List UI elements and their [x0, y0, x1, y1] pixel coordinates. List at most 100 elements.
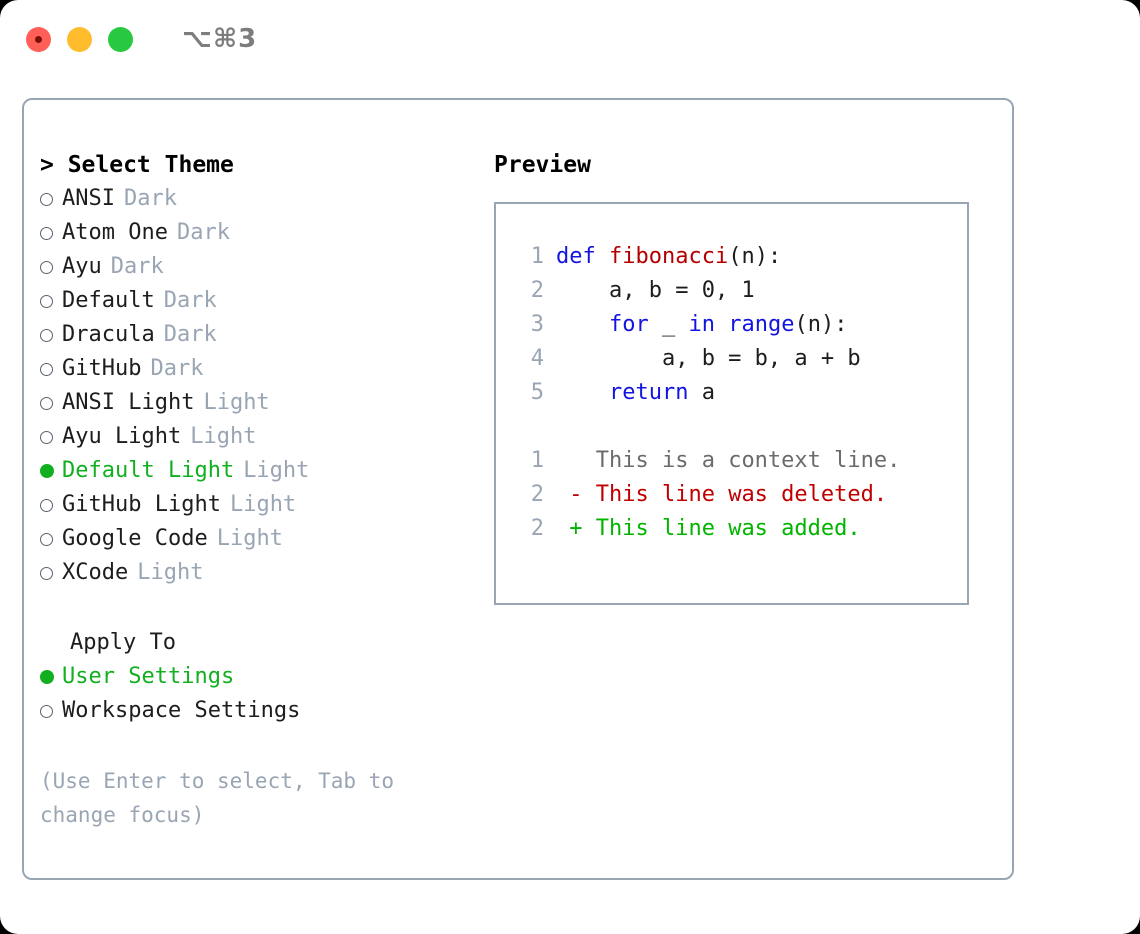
line-number: 3: [530, 312, 544, 337]
title-bar: ⌥⌘3: [0, 0, 1140, 78]
theme-option-label: Dracula: [62, 322, 155, 347]
code-token-plain: a, b = 0, 1: [556, 278, 755, 303]
radio-mark: [40, 192, 53, 206]
diff-line-number: 1: [530, 448, 544, 473]
code-token-plain: [556, 312, 609, 337]
radio-unselected-icon[interactable]: [40, 396, 62, 410]
apply-to-option-row[interactable]: Workspace Settings: [40, 694, 494, 728]
preview-title: Preview: [494, 152, 591, 178]
line-number: 2: [530, 278, 544, 303]
code-line-content: for _ in range(n):: [556, 308, 847, 342]
code-token-plain: a: [688, 380, 715, 405]
code-token-keyword: in: [688, 312, 715, 337]
line-number: 5: [530, 380, 544, 405]
apply-to-option-row[interactable]: User Settings: [40, 660, 494, 694]
close-button[interactable]: [26, 26, 51, 52]
radio-unselected-icon[interactable]: [40, 260, 62, 274]
radio-selected-icon[interactable]: [40, 670, 62, 684]
code-line: 2 a, b = 0, 1: [514, 274, 967, 308]
diff-line: 1 This is a context line.: [514, 444, 967, 478]
radio-mark: [40, 498, 53, 512]
diff-sample: 1 This is a context line.2 - This line w…: [514, 444, 967, 546]
diff-marker: +: [556, 516, 583, 541]
diff-marker: -: [556, 482, 583, 507]
radio-unselected-icon[interactable]: [40, 294, 62, 308]
minimize-button[interactable]: [67, 26, 92, 52]
line-number: 1: [530, 244, 544, 269]
apply-to-option-label: Workspace Settings: [62, 698, 301, 723]
code-line: 1 def fibonacci(n):: [514, 240, 967, 274]
code-spacer: [514, 410, 967, 444]
apply-to-title: Apply To: [70, 630, 176, 655]
line-number: 4: [530, 346, 544, 371]
maximize-button[interactable]: [108, 26, 133, 52]
radio-mark: [40, 566, 53, 580]
code-token-plain: (n):: [794, 312, 848, 337]
radio-mark: [40, 294, 53, 308]
radio-mark: [40, 328, 53, 342]
code-token-keyword: def: [556, 244, 609, 269]
theme-variant-tag: Dark: [123, 186, 177, 211]
theme-option-row[interactable]: Ayu Dark: [40, 250, 494, 284]
code-line-content: return a: [556, 376, 715, 410]
keyboard-shortcut-label: ⌥⌘3: [182, 24, 258, 54]
radio-mark: [40, 260, 53, 274]
code-line-content: a, b = b, a + b: [556, 342, 861, 376]
radio-unselected-icon[interactable]: [40, 566, 62, 580]
theme-option-label: Ayu Light: [62, 424, 182, 449]
theme-variant-tag: Dark: [110, 254, 164, 279]
code-token-function: fibonacci: [608, 244, 729, 269]
radio-selected-icon[interactable]: [40, 464, 62, 478]
select-theme-header: > Select Theme: [40, 152, 234, 178]
radio-unselected-icon[interactable]: [40, 532, 62, 546]
apply-to-option-label: User Settings: [62, 664, 235, 689]
code-token-plain: [556, 380, 609, 405]
code-token-keyword: for: [608, 312, 649, 337]
theme-option-label: Google Code: [62, 526, 208, 551]
radio-unselected-icon[interactable]: [40, 226, 62, 240]
theme-variant-tag: Light: [137, 560, 204, 585]
diff-line: 2 - This line was deleted.: [514, 478, 967, 512]
theme-option-label: Ayu: [62, 254, 102, 279]
radio-unselected-icon[interactable]: [40, 192, 62, 206]
radio-mark: [40, 226, 53, 240]
theme-variant-tag: Dark: [163, 288, 217, 313]
radio-unselected-icon[interactable]: [40, 328, 62, 342]
radio-unselected-icon[interactable]: [40, 498, 62, 512]
radio-mark: [40, 532, 53, 546]
diff-line: 2 + This line was added.: [514, 512, 967, 546]
theme-variant-tag: Dark: [150, 356, 204, 381]
radio-mark: [40, 704, 53, 718]
code-token-plain: (n):: [728, 244, 782, 269]
radio-unselected-icon[interactable]: [40, 362, 62, 376]
code-token-plain: _: [648, 312, 689, 337]
theme-variant-tag: Light: [203, 390, 270, 415]
code-line-content: def fibonacci(n):: [556, 240, 781, 274]
theme-variant-tag: Dark: [176, 220, 230, 245]
code-token-keyword: return: [608, 380, 689, 405]
code-line: 5 return a: [514, 376, 967, 410]
code-line: 3 for _ in range(n):: [514, 308, 967, 342]
radio-unselected-icon[interactable]: [40, 704, 62, 718]
radio-unselected-icon[interactable]: [40, 430, 62, 444]
theme-option-label: GitHub Light: [62, 492, 221, 517]
